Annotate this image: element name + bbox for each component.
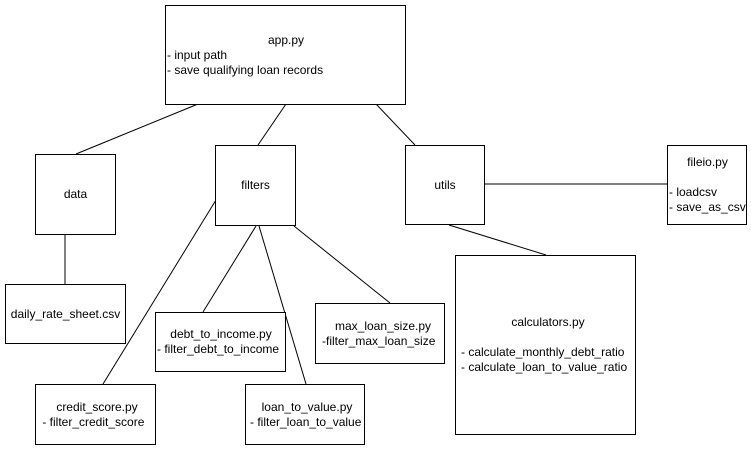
node-app-item-2: - save qualifying loan records (167, 62, 324, 77)
node-calculators-title: calculators.py (511, 315, 585, 329)
node-debt-to-income-title: debt_to_income.py (170, 327, 272, 341)
node-filters: filters (215, 145, 296, 226)
node-app: app.py - input path - save qualifying lo… (165, 5, 406, 105)
node-credit-score: credit_score.py - filter_credit_score (35, 384, 156, 445)
node-app-title: app.py (267, 32, 305, 47)
node-max-loan-size-title: max_loan_size.py (334, 318, 432, 333)
edge-app-filters (257, 103, 287, 146)
node-calculators-item-2: - calculate_loan_to_value_ratio (461, 360, 628, 374)
node-debt-to-income: debt_to_income.py - filter_debt_to_incom… (155, 312, 286, 372)
node-fileio-title: fileio.py (687, 155, 728, 169)
edge-filters-maxloan (293, 225, 391, 304)
node-fileio-item-2: - save_as_csv (669, 200, 746, 214)
node-max-loan-size: max_loan_size.py -filter_max_loan_size (315, 303, 445, 364)
node-fileio-item-1: - loadcsv (669, 185, 718, 199)
node-data-title: data (63, 187, 88, 201)
edge-utils-calculators (448, 224, 547, 256)
node-daily-rate-title: daily_rate_sheet.csv (10, 306, 121, 321)
edge-filters-debt (202, 225, 257, 313)
node-app-item-1: - input path (167, 47, 228, 62)
node-loan-to-value-title: loan_to_value.py (261, 399, 353, 414)
node-daily-rate-sheet: daily_rate_sheet.csv (5, 284, 126, 344)
edge-filters-credit (102, 199, 217, 385)
node-debt-to-income-item-1: - filter_debt_to_income (157, 342, 280, 356)
edge-filters-ltv (258, 225, 307, 385)
node-utils: utils (405, 145, 485, 225)
node-credit-score-title: credit_score.py (56, 399, 138, 414)
node-fileio: fileio.py - loadcsv - save_as_csv (667, 145, 747, 225)
node-max-loan-size-item-1: -filter_max_loan_size (322, 333, 436, 348)
node-data: data (35, 154, 116, 235)
node-loan-to-value: loan_to_value.py - filter_loan_to_value (245, 384, 365, 445)
node-filters-title: filters (241, 178, 270, 192)
node-loan-to-value-item-1: - filter_loan_to_value (250, 414, 362, 429)
node-calculators-item-1: - calculate_monthly_debt_ratio (461, 345, 625, 359)
node-utils-title: utils (434, 177, 456, 192)
node-credit-score-item-1: - filter_credit_score (39, 414, 145, 429)
edge-app-data (75, 103, 199, 155)
edge-app-utils (375, 103, 416, 146)
node-calculators: calculators.py - calculate_monthly_debt_… (455, 255, 636, 435)
